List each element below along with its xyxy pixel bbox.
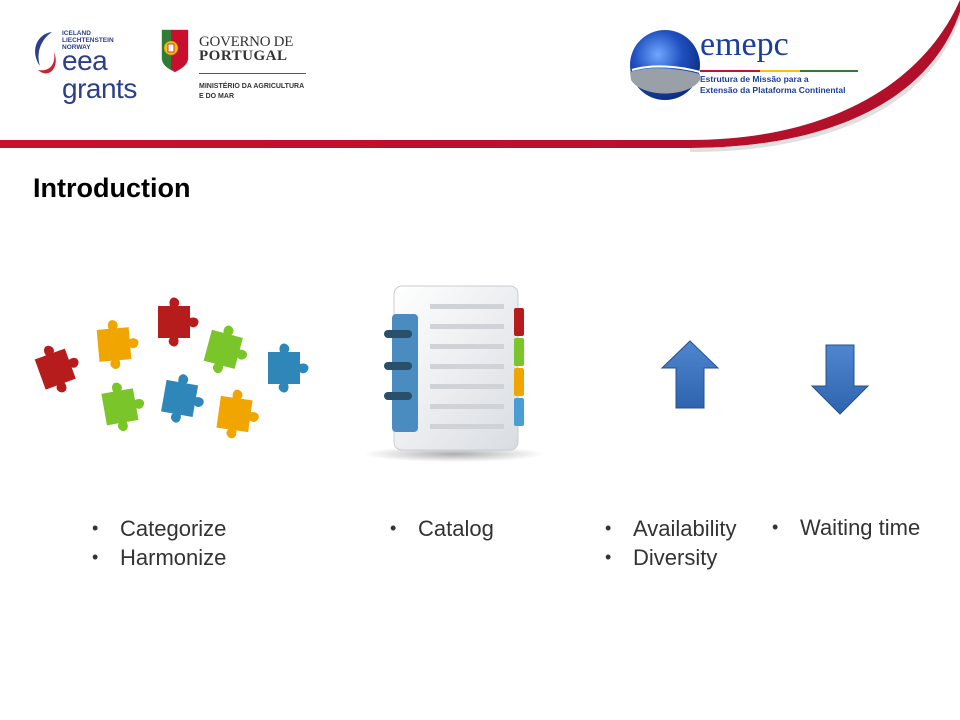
eea-country: LIECHTENSTEIN: [62, 37, 114, 44]
ministry-line2: E DO MAR: [199, 93, 234, 100]
bullet-item: Catalog: [388, 514, 494, 543]
portugal-flag-icon: [161, 29, 189, 72]
emepc-globe-icon: [630, 30, 701, 100]
bullet-item: Availability: [603, 514, 737, 543]
bullet-item: Diversity: [603, 543, 737, 572]
bullet-item: Harmonize: [90, 543, 226, 572]
catalog-book-icon: [364, 285, 544, 462]
bullet-item: Waiting time: [770, 513, 920, 542]
eea-countries: ICELAND LIECHTENSTEIN NORWAY: [62, 30, 132, 51]
arrow-up-icon: [660, 340, 720, 409]
emepc-subtitle-line2: Extensão da Plataforma Continental: [700, 85, 846, 95]
grants-logo-word: grants: [62, 73, 137, 104]
emepc-subtitle-line1: Estrutura de Missão para a: [700, 74, 809, 84]
arrow-down-icon: [810, 344, 870, 415]
bullet-list-catalog: Catalog: [388, 514, 494, 543]
eea-country: ICELAND: [62, 30, 91, 37]
bullet-item: Categorize: [90, 514, 226, 543]
governo-line2: PORTUGAL: [199, 48, 288, 64]
eea-country: NORWAY: [62, 44, 91, 51]
slide-title: Introduction: [33, 173, 191, 203]
emepc-logo-word: emepc: [700, 26, 789, 63]
ministry-line1: MINISTÉRIO DA AGRICULTURA: [199, 83, 305, 90]
eea-grants-logo-icon: [35, 32, 56, 74]
puzzle-pieces-icon: [31, 297, 309, 442]
governo-divider: [199, 73, 306, 74]
bullet-list-availability: Availability Diversity: [603, 514, 737, 572]
governo-line1: GOVERNO DE: [199, 34, 294, 50]
emepc-color-bar: [700, 70, 858, 72]
bullet-list-categorize: Categorize Harmonize: [90, 514, 226, 572]
bullet-list-waiting-time: Waiting time: [770, 513, 920, 542]
header-swoosh: [0, 0, 960, 152]
eea-logo-word: eea: [62, 45, 108, 76]
